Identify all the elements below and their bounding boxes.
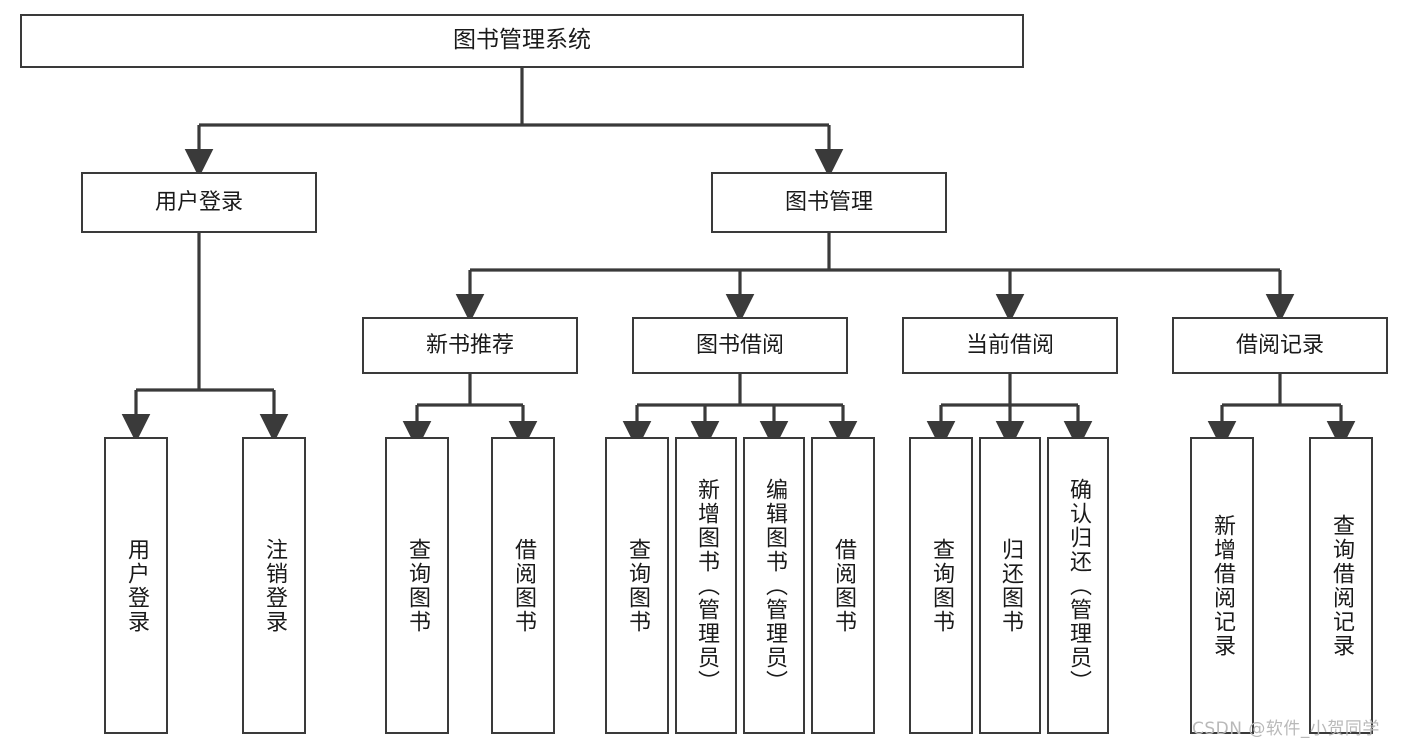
node-label: 当前借阅 — [965, 332, 1054, 358]
node-label: 新增借阅记录 — [1210, 513, 1235, 658]
node-label: 新书推荐 — [425, 332, 514, 358]
node-label: 查询图书 — [405, 537, 430, 634]
node-label: 新增图书（管理员） — [694, 477, 719, 694]
node-user-login[interactable]: 用户登录 — [81, 172, 317, 233]
leaf-new-book-borrow[interactable]: 借阅图书 — [491, 437, 555, 734]
node-label: 借阅记录 — [1235, 332, 1324, 358]
leaf-current-borrow-confirm[interactable]: 确认归还（管理员） — [1047, 437, 1109, 734]
node-current-borrow[interactable]: 当前借阅 — [902, 317, 1118, 374]
leaf-current-borrow-query[interactable]: 查询图书 — [909, 437, 973, 734]
leaf-user-login-signout[interactable]: 注销登录 — [242, 437, 306, 734]
node-label: 用户登录 — [154, 189, 243, 215]
node-label: 借阅图书 — [831, 537, 856, 634]
leaf-new-book-query[interactable]: 查询图书 — [385, 437, 449, 734]
leaf-book-borrow-query[interactable]: 查询图书 — [605, 437, 669, 734]
leaf-borrow-record-add[interactable]: 新增借阅记录 — [1190, 437, 1254, 734]
node-label: 编辑图书（管理员） — [762, 477, 787, 694]
leaf-current-borrow-return[interactable]: 归还图书 — [979, 437, 1041, 734]
node-label: 图书管理系统 — [453, 27, 591, 54]
leaf-book-borrow-edit[interactable]: 编辑图书（管理员） — [743, 437, 805, 734]
node-label: 图书借阅 — [695, 332, 784, 358]
node-label: 确认归还（管理员） — [1066, 477, 1091, 694]
node-book-borrow[interactable]: 图书借阅 — [632, 317, 848, 374]
node-label: 注销登录 — [262, 537, 287, 634]
node-label: 借阅图书 — [511, 537, 536, 634]
node-root-system[interactable]: 图书管理系统 — [20, 14, 1024, 68]
leaf-borrow-record-query[interactable]: 查询借阅记录 — [1309, 437, 1373, 734]
node-label: 查询图书 — [625, 537, 650, 634]
node-label: 查询借阅记录 — [1329, 513, 1354, 658]
leaf-user-login-signin[interactable]: 用户登录 — [104, 437, 168, 734]
node-label: 归还图书 — [998, 537, 1023, 634]
node-label: 查询图书 — [929, 537, 954, 634]
node-label: 用户登录 — [124, 537, 149, 634]
node-new-book-recommend[interactable]: 新书推荐 — [362, 317, 578, 374]
watermark-text: CSDN @软件_小贺同学 — [1192, 719, 1380, 739]
node-borrow-record[interactable]: 借阅记录 — [1172, 317, 1388, 374]
node-book-management[interactable]: 图书管理 — [711, 172, 947, 233]
node-label: 图书管理 — [784, 189, 873, 215]
leaf-book-borrow-borrow[interactable]: 借阅图书 — [811, 437, 875, 734]
leaf-book-borrow-add[interactable]: 新增图书（管理员） — [675, 437, 737, 734]
